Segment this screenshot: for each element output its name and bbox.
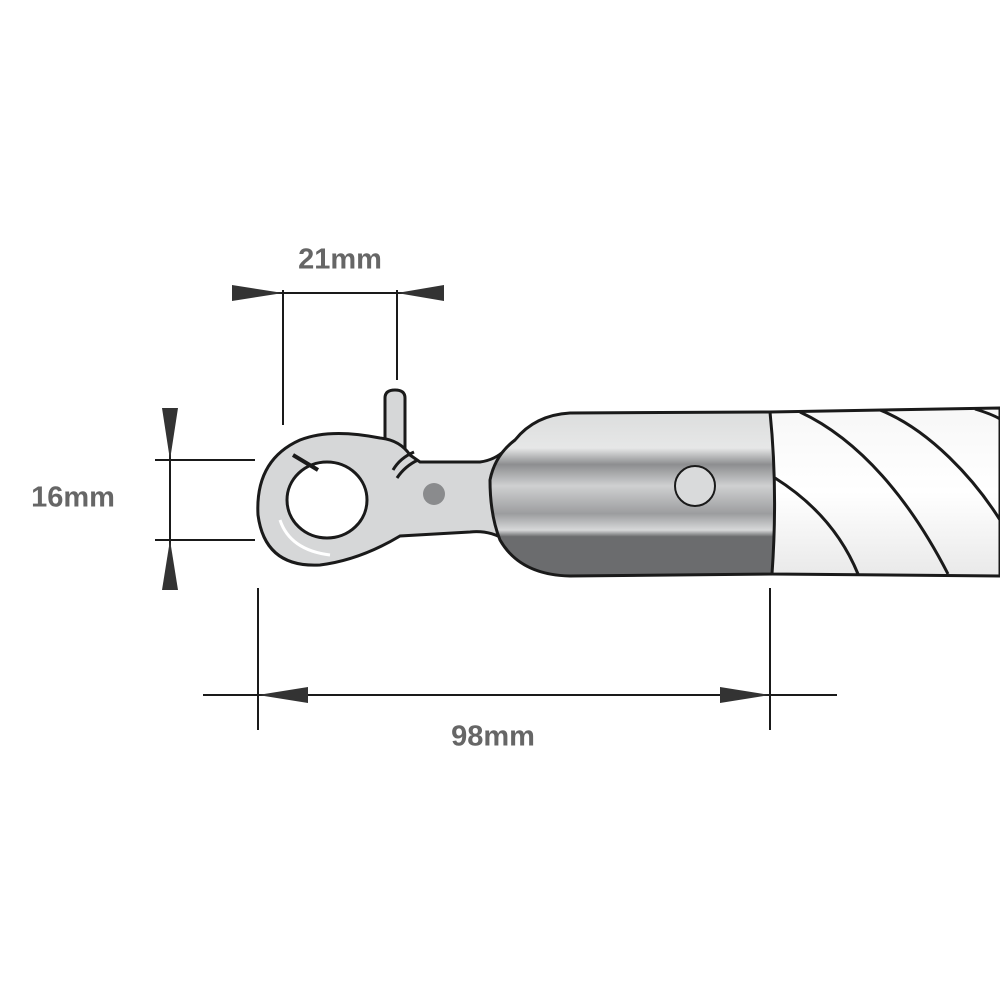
- arrow-down-icon: [162, 408, 178, 460]
- dimension-arrows: [162, 285, 770, 703]
- snap-hook: [256, 388, 507, 567]
- dimension-label-16mm: 16mm: [31, 481, 115, 514]
- dimension-label-98mm: 98mm: [451, 720, 535, 753]
- hook-latch: [383, 388, 407, 453]
- rope: [768, 406, 1000, 578]
- arrow-right-icon: [720, 687, 770, 703]
- arrow-left-icon: [397, 285, 444, 301]
- metal-end-cap: [488, 410, 777, 578]
- arrow-up-icon: [162, 540, 178, 590]
- arrow-right-icon: [232, 285, 283, 301]
- hook-ring-hole: [285, 460, 369, 540]
- rivet-icon: [423, 483, 445, 505]
- dimension-label-21mm: 21mm: [298, 243, 382, 276]
- rope-twist-lines: [774, 407, 1000, 575]
- cap-screw-icon: [674, 465, 716, 507]
- arrow-left-icon: [258, 687, 308, 703]
